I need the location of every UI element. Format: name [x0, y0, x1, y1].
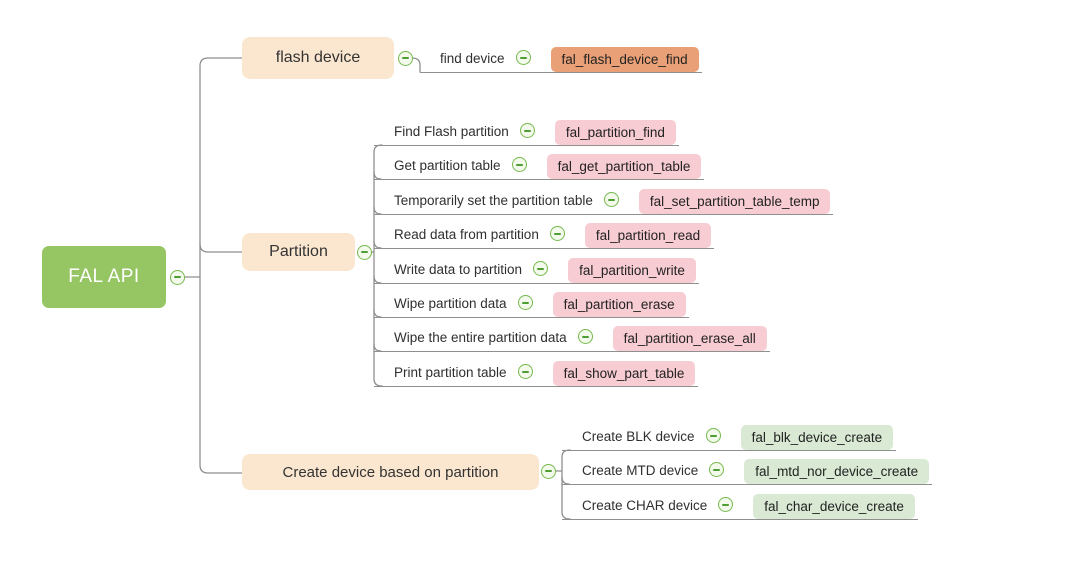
root-topic-label: FAL API — [68, 266, 140, 287]
api-topic[interactable]: fal_get_partition_table — [546, 154, 702, 179]
api-topic[interactable]: fal_partition_erase_all — [612, 326, 767, 351]
topic-row-find-flash-partition: Find Flash partition fal_partition_find — [374, 111, 679, 146]
minus-bar — [519, 56, 527, 59]
minus-bar — [581, 335, 589, 338]
branch-topic-flash-device[interactable]: flash device — [242, 37, 394, 79]
minus-bar — [521, 370, 529, 373]
topic-row-temporarily-set-partition-table: Temporarily set the partition table fal_… — [374, 180, 834, 215]
api-topic[interactable]: fal_partition_write — [568, 258, 696, 283]
subtopic-label[interactable]: Write data to partition — [394, 262, 523, 277]
api-topic[interactable]: fal_partition_read — [584, 223, 712, 248]
collapse-minus-icon[interactable] — [705, 428, 721, 443]
subtopic-label[interactable]: Temporarily set the partition table — [394, 193, 593, 208]
api-topic[interactable]: fal_flash_device_find — [550, 47, 699, 72]
minus-bar — [537, 267, 545, 270]
api-topic[interactable]: fal_show_part_table — [552, 361, 696, 386]
topic-row-create-mtd-device: Create MTD device fal_mtd_nor_device_cre… — [562, 450, 933, 485]
collapse-minus-icon[interactable] — [511, 157, 527, 172]
subtopic-label[interactable]: Create BLK device — [582, 429, 695, 444]
api-topic[interactable]: fal_set_partition_table_temp — [638, 189, 831, 214]
topic-row-wipe-entire-partition-data: Wipe the entire partition data fal_parti… — [374, 317, 770, 352]
collapse-minus-icon[interactable] — [169, 269, 185, 285]
minus-bar — [544, 470, 552, 472]
subtopic-label[interactable]: Read data from partition — [394, 227, 539, 242]
topic-row-create-char-device: Create CHAR device fal_char_device_creat… — [562, 485, 918, 520]
branch-topic-partition[interactable]: Partition — [242, 233, 355, 271]
minus-bar — [713, 468, 721, 471]
topic-row-get-partition-table: Get partition table fal_get_partition_ta… — [374, 145, 705, 180]
root-topic-fal-api[interactable]: FAL API — [42, 246, 166, 308]
collapse-minus-icon[interactable] — [517, 364, 533, 379]
collapse-minus-icon[interactable] — [397, 50, 413, 66]
collapse-minus-icon[interactable] — [577, 329, 593, 344]
subtopic-label[interactable]: Wipe partition data — [394, 296, 507, 311]
api-topic[interactable]: fal_blk_device_create — [740, 425, 894, 450]
topic-row-write-data-to-partition: Write data to partition fal_partition_wr… — [374, 249, 699, 284]
subtopic-label[interactable]: find device — [440, 51, 505, 66]
subtopic-label[interactable]: Print partition table — [394, 365, 507, 380]
collapse-minus-icon[interactable] — [540, 463, 556, 479]
subtopic-label[interactable]: Create MTD device — [582, 463, 699, 478]
minus-bar — [709, 434, 717, 437]
minus-bar — [722, 503, 730, 506]
collapse-minus-icon[interactable] — [519, 123, 535, 138]
subtopic-label[interactable]: Get partition table — [394, 158, 501, 173]
api-topic[interactable]: fal_mtd_nor_device_create — [744, 459, 930, 484]
api-topic[interactable]: fal_char_device_create — [753, 494, 915, 519]
branch-topic-label: Create device based on partition — [282, 463, 499, 481]
minus-bar — [521, 301, 529, 304]
collapse-minus-icon[interactable] — [356, 244, 372, 260]
collapse-minus-icon[interactable] — [549, 226, 565, 241]
topic-row-print-partition-table: Print partition table fal_show_part_tabl… — [374, 352, 699, 387]
branch-topic-label: Partition — [269, 243, 328, 260]
minus-bar — [553, 232, 561, 235]
minus-bar — [401, 57, 409, 59]
minus-bar — [515, 163, 523, 166]
branch-topic-create-device[interactable]: Create device based on partition — [242, 454, 539, 490]
minus-bar — [523, 129, 531, 132]
minus-bar — [607, 198, 615, 201]
api-topic[interactable]: fal_partition_erase — [552, 292, 686, 317]
topic-row-read-data-from-partition: Read data from partition fal_partition_r… — [374, 214, 715, 249]
collapse-minus-icon[interactable] — [709, 462, 725, 477]
subtopic-label[interactable]: Find Flash partition — [394, 124, 509, 139]
collapse-minus-icon[interactable] — [718, 497, 734, 512]
collapse-minus-icon[interactable] — [517, 295, 533, 310]
collapse-minus-icon[interactable] — [533, 261, 549, 276]
collapse-minus-icon[interactable] — [603, 192, 619, 207]
minus-bar — [173, 276, 181, 278]
subtopic-label[interactable]: Wipe the entire partition data — [394, 330, 567, 345]
subtopic-label[interactable]: Create CHAR device — [582, 498, 708, 513]
collapse-minus-icon[interactable] — [515, 50, 531, 65]
api-topic[interactable]: fal_partition_find — [554, 120, 676, 145]
branch-topic-label: flash device — [275, 49, 361, 66]
minus-bar — [360, 251, 368, 253]
topic-row-wipe-partition-data: Wipe partition data fal_partition_erase — [374, 283, 689, 318]
topic-row-create-blk-device: Create BLK device fal_blk_device_create — [562, 416, 897, 451]
topic-row-find-device: find device fal_flash_device_find — [420, 38, 702, 73]
